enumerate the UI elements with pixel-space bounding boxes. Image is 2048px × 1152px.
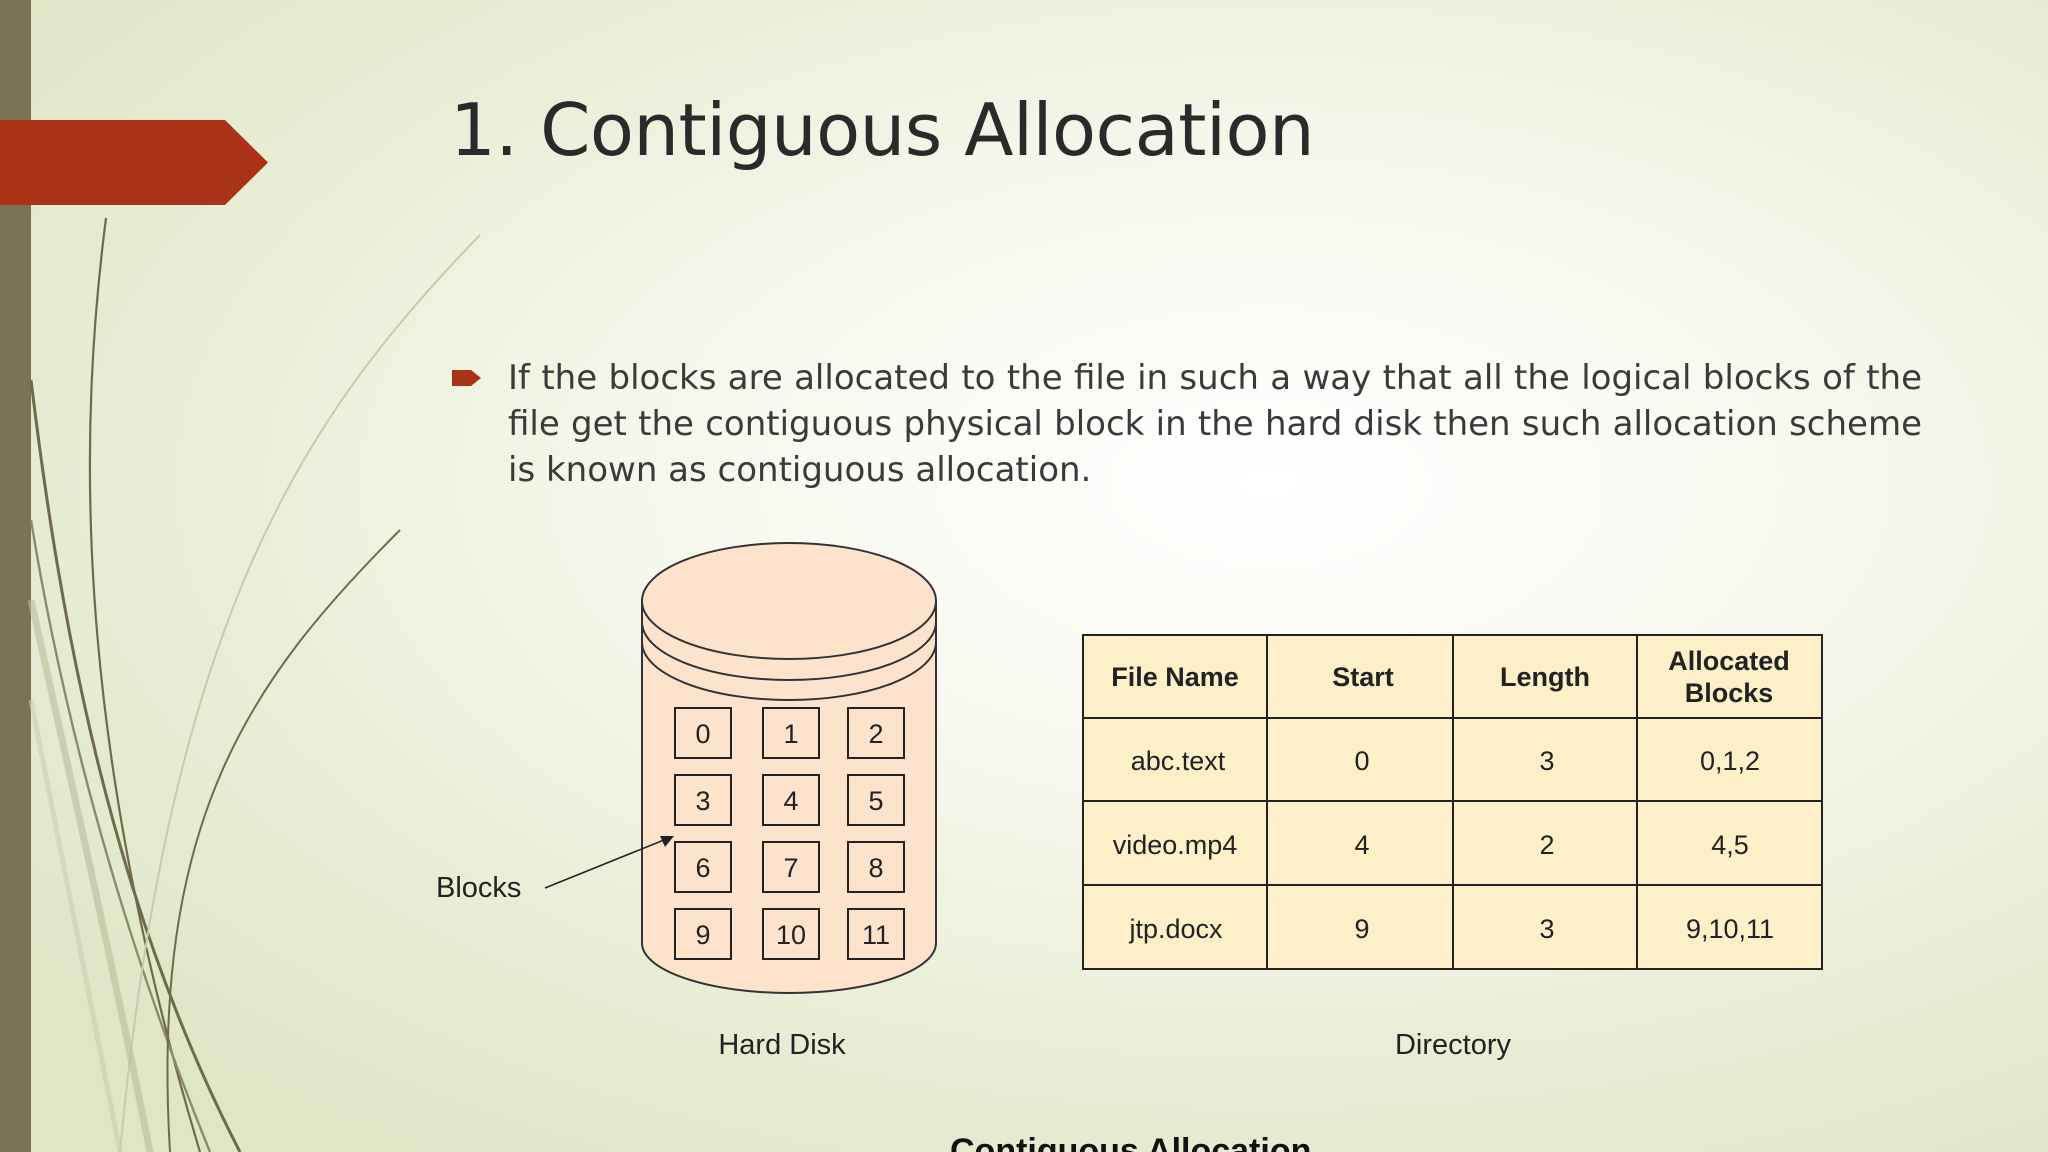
disk-block-label: 1 — [783, 719, 798, 749]
disk-block: 8 — [848, 842, 904, 892]
disk-block-label: 2 — [868, 719, 883, 749]
cell-length: 3 — [1539, 914, 1554, 944]
cell-length: 3 — [1539, 746, 1554, 776]
cell-start: 0 — [1354, 746, 1369, 776]
cell-file-name: abc.text — [1131, 746, 1226, 776]
directory-caption: Directory — [1395, 1029, 1512, 1061]
cell-allocated-blocks: 9,10,11 — [1686, 914, 1774, 944]
disk-block-label: 8 — [868, 853, 883, 883]
disk-block: 1 — [763, 708, 819, 758]
cell-length: 2 — [1539, 830, 1554, 860]
disk-block: 11 — [848, 909, 904, 959]
disk-block: 4 — [763, 775, 819, 825]
hard-disk: 0 1 2 3 4 5 6 7 8 9 10 11 — [642, 543, 936, 993]
disk-block-label: 9 — [695, 920, 710, 950]
slide-caption-text: Contiguous Allocation — [950, 1134, 1410, 1152]
disk-block: 0 — [675, 708, 731, 758]
disk-block-label: 6 — [695, 853, 710, 883]
disk-block: 9 — [675, 909, 731, 959]
cell-file-name: video.mp4 — [1113, 830, 1238, 860]
cell-allocated-blocks: 4,5 — [1711, 830, 1749, 860]
header-length: Length — [1500, 662, 1590, 692]
disk-block: 3 — [675, 775, 731, 825]
header-allocated-line1: Allocated — [1668, 646, 1790, 676]
header-start: Start — [1332, 662, 1394, 692]
disk-block-label: 7 — [783, 853, 798, 883]
disk-block-label: 5 — [868, 786, 883, 816]
cell-allocated-blocks: 0,1,2 — [1700, 746, 1760, 776]
disk-block: 2 — [848, 708, 904, 758]
disk-block-label: 0 — [695, 719, 710, 749]
cell-start: 9 — [1354, 914, 1369, 944]
header-file-name: File Name — [1111, 662, 1239, 692]
disk-block: 7 — [763, 842, 819, 892]
header-allocated-line2: Blocks — [1685, 678, 1774, 708]
disk-block: 5 — [848, 775, 904, 825]
blocks-label: Blocks — [436, 872, 521, 904]
disk-block-label: 11 — [862, 920, 890, 950]
cell-start: 4 — [1354, 830, 1369, 860]
hard-disk-caption: Hard Disk — [718, 1029, 846, 1061]
disk-block-label: 3 — [695, 786, 710, 816]
disk-block: 6 — [675, 842, 731, 892]
disk-block: 10 — [763, 909, 819, 959]
disk-block-label: 4 — [783, 786, 798, 816]
disk-block-label: 10 — [776, 920, 806, 950]
directory-table: File Name Start Length Allocated Blocks … — [1083, 635, 1822, 969]
slide-caption-partial: Contiguous Allocation — [950, 1134, 1410, 1152]
cell-file-name: jtp.docx — [1128, 914, 1223, 944]
